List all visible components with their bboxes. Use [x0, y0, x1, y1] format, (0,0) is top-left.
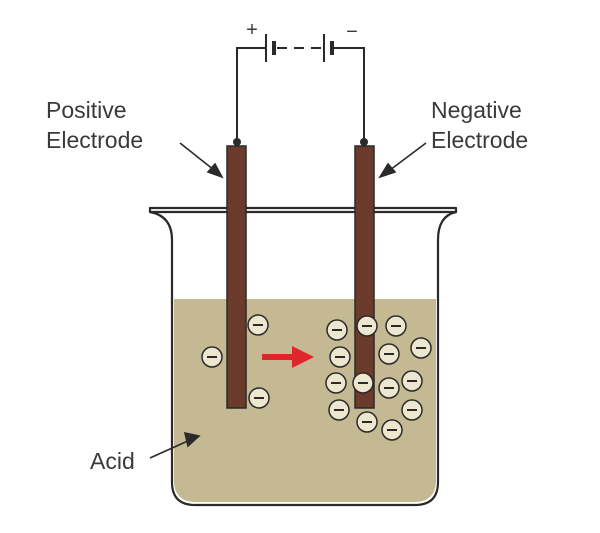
positive-pointer-line [179, 142, 215, 171]
positive-pointer-head [206, 162, 224, 179]
acid-pointer-line [149, 439, 191, 459]
positive-electrode-label-line-2: Electrode [46, 127, 143, 153]
negative-terminal [360, 138, 368, 146]
positive-terminal [233, 138, 241, 146]
circuit-wires [236, 47, 365, 140]
negative-ion [201, 346, 223, 368]
right-wire [333, 47, 365, 140]
negative-electrode-label: Negative Electrode [431, 97, 528, 153]
negative-electrode-label-line-1: Negative [431, 97, 522, 123]
beaker-rim [148, 206, 458, 214]
negative-ion [352, 372, 374, 394]
negative-ion [378, 343, 400, 365]
negative-ion [356, 315, 378, 337]
label-pointers [149, 142, 427, 459]
ion-migration-arrow [262, 346, 314, 368]
ions [201, 314, 432, 441]
left-wire [236, 47, 265, 140]
positive-electrode [226, 145, 247, 409]
acid-pointer-head [183, 431, 201, 448]
negative-ion [329, 346, 351, 368]
negative-ion [401, 370, 423, 392]
battery-plus-sign: + [246, 19, 258, 41]
negative-ion [410, 337, 432, 359]
negative-electrode [354, 145, 375, 409]
acid-label: Acid [90, 448, 135, 474]
negative-ion [247, 314, 269, 336]
beaker-body [149, 210, 457, 507]
negative-ion [356, 411, 378, 433]
negative-ion [248, 387, 270, 409]
positive-electrode-label: Positive Electrode [46, 97, 143, 153]
battery-minus-sign: − [346, 21, 358, 43]
negative-pointer-head [378, 162, 397, 179]
positive-electrode-label-line-1: Positive [46, 97, 127, 123]
negative-ion [325, 372, 347, 394]
negative-ion [401, 399, 423, 421]
negative-ion [326, 319, 348, 341]
negative-ion [385, 315, 407, 337]
negative-ion [328, 399, 350, 421]
negative-electrode-label-line-2: Electrode [431, 127, 528, 153]
negative-pointer-line [389, 142, 427, 171]
battery [265, 34, 334, 62]
negative-ion [378, 377, 400, 399]
negative-ion [381, 419, 403, 441]
